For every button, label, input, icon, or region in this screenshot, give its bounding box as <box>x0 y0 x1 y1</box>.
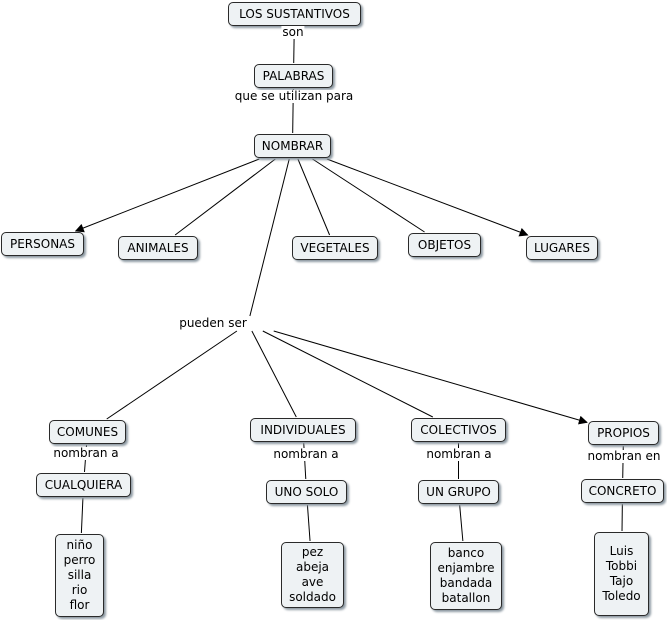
concept-animales[interactable]: ANIMALES <box>118 236 198 260</box>
connector-pueden_ser-comunes <box>106 330 238 420</box>
connector-uno_solo-ejemplos_individuales <box>306 504 311 542</box>
concept-personas[interactable]: PERSONAS <box>1 232 84 256</box>
examples-individuales[interactable]: pez abeja ave soldado <box>281 542 344 608</box>
concept-individuales[interactable]: INDIVIDUALES <box>250 418 356 442</box>
connector-un_grupo-ejemplos_colectivos <box>459 504 464 542</box>
connector-nombrar-personas <box>74 158 260 233</box>
link-nombran-a-colectivos: nombran a <box>425 447 493 461</box>
link-nombran-a-comunes: nombran a <box>52 446 120 460</box>
concept-lugares[interactable]: LUGARES <box>526 236 598 260</box>
connector-nombrar-lugares <box>326 158 529 237</box>
concept-propios[interactable]: PROPIOS <box>588 421 659 445</box>
concept-un-grupo[interactable]: UN GRUPO <box>418 480 499 504</box>
connector-pueden_ser-colectivos <box>262 330 434 418</box>
connector-pueden_ser-propios <box>273 330 588 425</box>
concept-colectivos[interactable]: COLECTIVOS <box>411 418 506 442</box>
link-que-se-utilizan-para: que se utilizan para <box>233 89 355 103</box>
concept-concreto[interactable]: CONCRETO <box>581 479 664 503</box>
connector-nombrar-pueden_ser <box>249 158 290 317</box>
examples-colectivos[interactable]: banco enjambre bandada batallon <box>430 542 502 610</box>
concept-nombrar[interactable]: NOMBRAR <box>254 134 331 158</box>
connector-pueden_ser-individuales <box>251 330 297 418</box>
concept-palabras[interactable]: PALABRAS <box>254 64 333 88</box>
link-son: son <box>281 25 305 39</box>
link-nombran-en: nombran en <box>586 449 662 463</box>
link-pueden-ser: pueden ser <box>178 316 248 330</box>
concept-cualquiera[interactable]: CUALQUIERA <box>36 473 131 497</box>
examples-comunes[interactable]: niño perro silla rio flor <box>55 534 104 617</box>
concept-comunes[interactable]: COMUNES <box>49 420 126 444</box>
concept-uno-solo[interactable]: UNO SOLO <box>266 480 347 504</box>
concept-objetos[interactable]: OBJETOS <box>408 233 481 257</box>
link-nombran-a-individuales: nombran a <box>272 447 340 461</box>
connector-cualquiera-ejemplos_comunes <box>80 497 84 534</box>
concept-vegetales[interactable]: VEGETALES <box>292 236 378 260</box>
connector-nombrar-animales <box>174 158 276 236</box>
examples-propios[interactable]: Luis Tobbi Tajo Toledo <box>594 532 649 616</box>
concept-los-sustantivos[interactable]: LOS SUSTANTIVOS <box>228 2 361 26</box>
connector-nombrar-vegetales <box>297 158 331 236</box>
connector-nombrar-objetos <box>312 158 425 233</box>
